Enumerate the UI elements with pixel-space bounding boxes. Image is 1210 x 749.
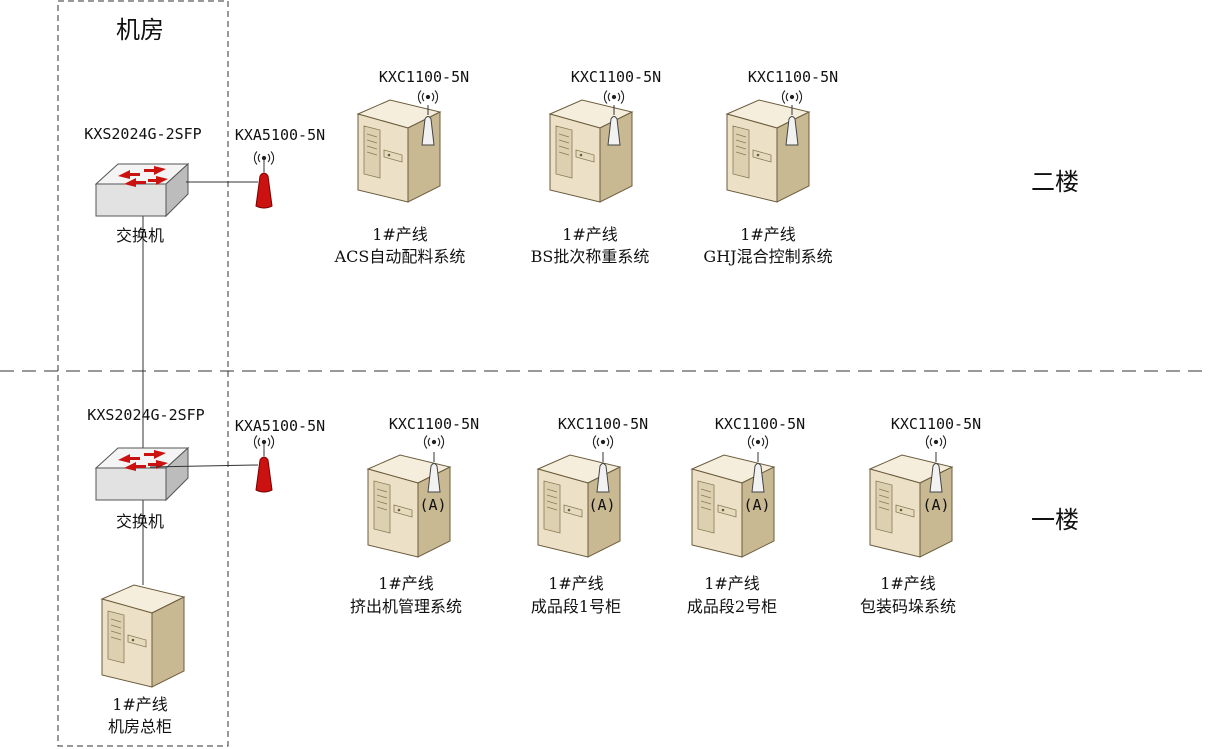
ap-floor2-model: KXA5100-5N — [235, 126, 325, 144]
cabinet-ghj — [726, 89, 810, 203]
ap-floor2 — [253, 150, 275, 209]
switch-icon — [95, 163, 189, 217]
cabinet-extruder-model: KXC1100-5N — [389, 415, 479, 433]
wireless-signal-icon — [925, 434, 947, 450]
server-cabinet-icon — [101, 584, 185, 688]
cabinet-ghj-line: 1#产线 — [740, 225, 796, 244]
cabinet-finished-2-name: 成品段2号柜 — [687, 597, 777, 616]
cabinet-packing-line: 1#产线 — [880, 574, 936, 593]
cabinet-packing-model: KXC1100-5N — [891, 415, 981, 433]
switch-floor2-name: 交换机 — [116, 226, 164, 245]
cabinet-extruder-name: 挤出机管理系统 — [350, 597, 462, 616]
cabinet-acs-model: KXC1100-5N — [379, 68, 469, 86]
floor-2-label: 二楼 — [1031, 168, 1079, 196]
switch-floor1-name: 交换机 — [116, 512, 164, 531]
cabinet-acs — [357, 89, 441, 203]
cabinet-acs-name: ACS自动配料系统 — [334, 247, 466, 266]
cabinet-finished-1-badge: (A) — [588, 496, 615, 514]
cabinet-finished-2-line: 1#产线 — [704, 574, 760, 593]
cabinet-bs-model: KXC1100-5N — [571, 68, 661, 86]
cabinet-packing-badge: (A) — [922, 496, 949, 514]
ap-floor1 — [253, 434, 275, 493]
cabinet-packing-name: 包装码垛系统 — [860, 597, 956, 616]
switch-ap-link-floor1 — [149, 464, 259, 468]
switch-floor2-model: KXS2024G-2SFP — [84, 125, 201, 143]
cabinet-bs-name: BS批次称重系统 — [531, 247, 650, 266]
cabinet-finished-2-badge: (A) — [743, 496, 770, 514]
machine-room-boundary — [57, 0, 229, 747]
ap-floor1-model: KXA5100-5N — [235, 417, 325, 435]
cabinet-ghj-name: GHJ混合控制系统 — [703, 247, 832, 266]
cabinet-extruder-badge: (A) — [419, 496, 446, 514]
machine-room-title: 机房 — [116, 16, 164, 44]
main-cabinet-line: 1#产线 — [112, 695, 168, 714]
switch-icon — [95, 447, 189, 501]
cabinet-acs-line: 1#产线 — [372, 225, 428, 244]
cabinet-extruder-line: 1#产线 — [378, 574, 434, 593]
cabinet-finished-1-name: 成品段1号柜 — [531, 597, 621, 616]
cabinet-finished-1-model: KXC1100-5N — [558, 415, 648, 433]
cabinet-finished-2-model: KXC1100-5N — [715, 415, 805, 433]
wireless-signal-icon — [417, 89, 439, 105]
wireless-signal-icon — [747, 434, 769, 450]
server-cabinet-icon — [726, 99, 810, 203]
antenna-icon — [255, 443, 273, 493]
switch-floor2 — [95, 163, 189, 217]
floor-1-label: 一楼 — [1031, 506, 1079, 534]
wireless-signal-icon — [603, 89, 625, 105]
cabinet-ghj-model: KXC1100-5N — [748, 68, 838, 86]
antenna-icon — [255, 159, 273, 209]
switch-floor1-model: KXS2024G-2SFP — [87, 406, 204, 424]
main-cabinet — [101, 584, 185, 688]
server-cabinet-icon — [549, 99, 633, 203]
cabinet-finished-1-line: 1#产线 — [548, 574, 604, 593]
cabinet-bs — [549, 89, 633, 203]
main-cabinet-name: 机房总柜 — [108, 717, 172, 736]
cabinet-bs-line: 1#产线 — [562, 225, 618, 244]
wireless-signal-icon — [592, 434, 614, 450]
switch-floor1 — [95, 447, 189, 501]
server-cabinet-icon — [357, 99, 441, 203]
wireless-signal-icon — [781, 89, 803, 105]
wireless-signal-icon — [423, 434, 445, 450]
